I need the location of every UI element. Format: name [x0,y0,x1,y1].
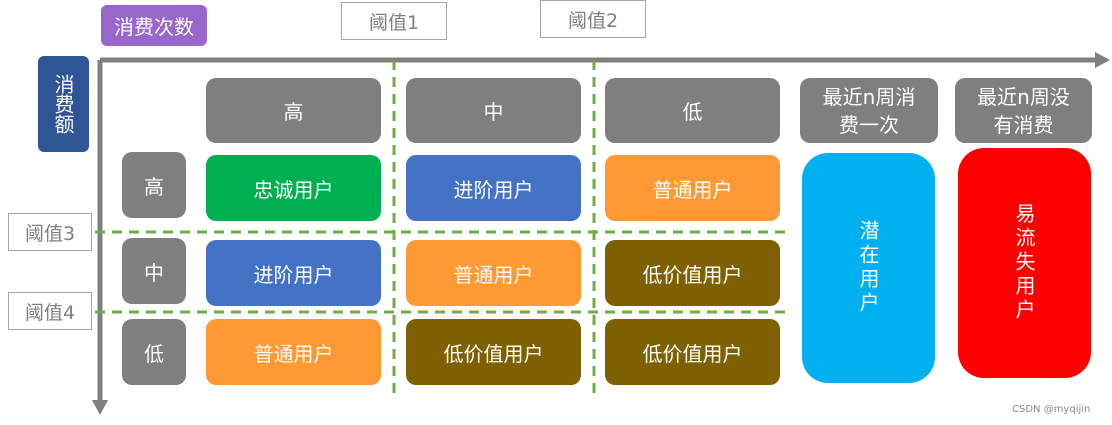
row-header-mid: 中 [122,238,186,304]
recent-purchase-header: 最近n周消费一次 [800,78,938,143]
no-purchase-header: 最近n周没有消费 [955,78,1092,143]
cell-advanced-user: 进阶用户 [206,240,381,306]
cell-low-value-user: 低价值用户 [605,240,780,306]
potential-user-label: 潜在用户 [856,220,880,316]
y-axis-label: 消费额 [38,56,89,152]
cell-loyal-user: 忠诚用户 [206,155,381,221]
col-header-high: 高 [206,78,381,143]
churn-risk-user-block: 易流失用户 [958,148,1091,378]
watermark: CSDN @myqijin [1012,404,1091,415]
cell-normal-user: 普通用户 [605,155,780,221]
cell-advanced-user: 进阶用户 [406,155,581,221]
threshold-2-label: 阈值2 [540,0,646,38]
cell-normal-user: 普通用户 [206,319,381,385]
row-header-low: 低 [122,319,186,385]
row-header-high: 高 [122,152,186,218]
threshold-3-label: 阈值3 [8,213,92,251]
cell-low-value-user: 低价值用户 [605,319,780,385]
churn-risk-user-label: 易流失用户 [1012,203,1036,323]
potential-user-block: 潜在用户 [802,153,935,383]
y-axis-arrow [92,400,108,415]
col-header-low: 低 [605,78,780,143]
x-axis-arrow [1095,52,1110,68]
threshold-4-label: 阈值4 [8,292,92,330]
cell-normal-user: 普通用户 [406,240,581,306]
col-header-mid: 中 [406,78,581,143]
cell-low-value-user: 低价值用户 [406,319,581,385]
x-axis-label: 消费次数 [101,5,207,46]
threshold-1-label: 阈值1 [341,2,447,40]
